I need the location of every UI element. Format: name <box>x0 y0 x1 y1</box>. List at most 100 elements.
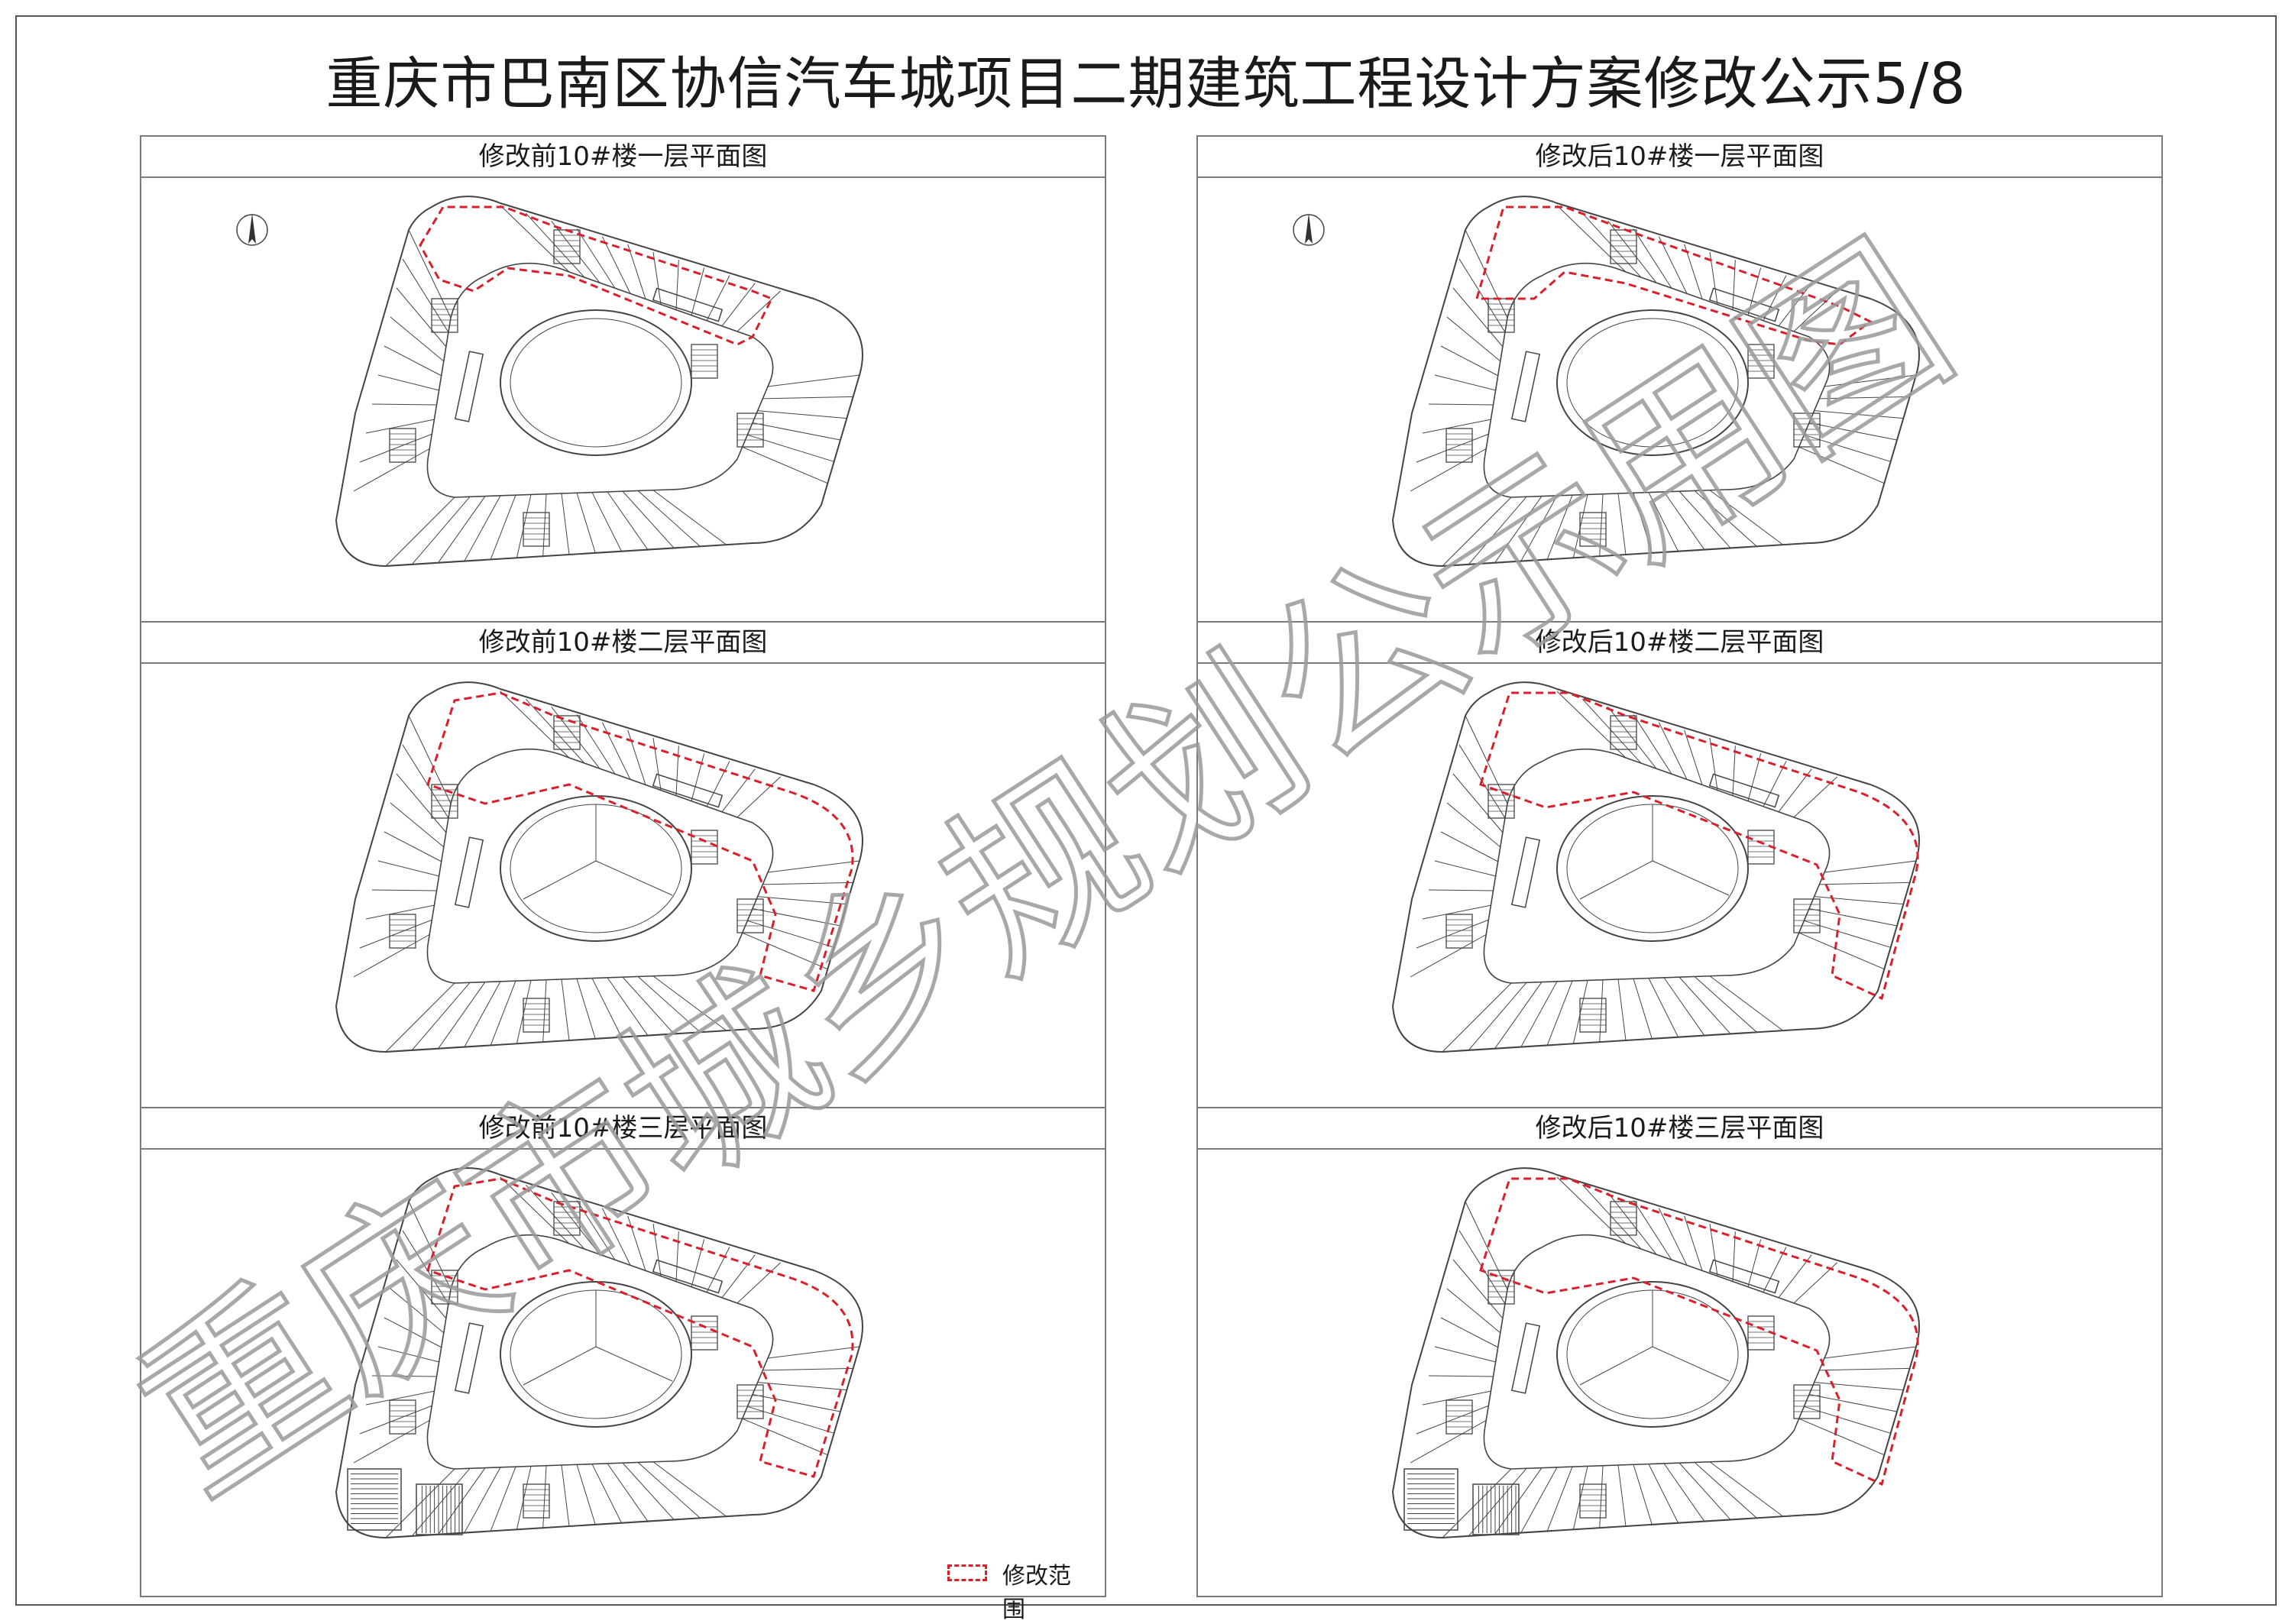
north-arrow-needle <box>1305 213 1313 244</box>
stair-core <box>523 1483 550 1519</box>
shop-partition <box>675 260 679 310</box>
stair-core <box>1445 914 1473 949</box>
shop-partition <box>607 491 649 550</box>
shop-partition <box>1798 446 1885 484</box>
stair-core <box>431 784 458 819</box>
shop-partition <box>1658 236 1688 294</box>
stair-core-box <box>523 512 550 547</box>
shop-partition <box>1679 490 1731 548</box>
stair-core-box <box>736 412 764 448</box>
shop-partition <box>1763 1247 1787 1292</box>
shop-partition <box>1494 496 1543 564</box>
stair-core <box>1488 1270 1515 1305</box>
stair-core <box>1610 229 1637 264</box>
floor-plan-drawing <box>1391 1167 1920 1539</box>
shop-partition <box>752 908 841 927</box>
stair-core <box>1579 998 1607 1033</box>
stair-core-box <box>553 715 581 750</box>
shop-partition <box>1658 1208 1688 1266</box>
shop-partition <box>1658 722 1688 780</box>
shop-partition <box>622 976 675 1034</box>
shop-partition <box>561 979 570 1041</box>
escalator <box>1510 836 1541 908</box>
shop-partition <box>1581 698 1642 764</box>
stair-core-box <box>1747 344 1775 379</box>
modification-range-outline <box>426 1177 854 1478</box>
shop-partition <box>607 977 649 1036</box>
shop-partition <box>385 1468 455 1538</box>
shop-partition <box>637 976 701 1033</box>
shop-partition <box>757 1382 847 1391</box>
shop-partition <box>1546 494 1573 560</box>
shop-partition <box>1422 419 1492 434</box>
escalator <box>1510 351 1541 422</box>
atrium-ellipse <box>1556 1281 1749 1428</box>
shop-partition <box>576 714 616 775</box>
shop-partition <box>1520 981 1558 1047</box>
shop-partition <box>500 1176 570 1244</box>
stair-core <box>736 412 764 448</box>
escalator <box>1510 1322 1541 1394</box>
stair-core-box <box>1793 412 1821 448</box>
shop-partition <box>1556 1176 1627 1244</box>
cinema-hall <box>347 1468 402 1531</box>
stair-core <box>1445 1399 1473 1435</box>
shop-partition <box>576 228 616 289</box>
shop-partition <box>652 251 662 305</box>
shop-partition <box>1416 1405 1490 1435</box>
shop-partition <box>1546 980 1573 1046</box>
shop-partition <box>1804 1406 1891 1434</box>
shop-partition <box>675 746 679 796</box>
shop-partition <box>1607 707 1657 769</box>
stair-core-box <box>389 914 416 949</box>
stair-core <box>1579 512 1607 547</box>
shop-partition <box>576 1200 616 1260</box>
building-outline <box>335 1167 863 1539</box>
shop-partition <box>1581 212 1642 278</box>
shop-partition <box>1428 889 1494 891</box>
atrium-ellipse <box>500 795 692 942</box>
shop-partition <box>371 403 438 406</box>
shop-partition <box>384 345 442 377</box>
stair-core-box <box>1445 1399 1473 1435</box>
shop-partition <box>396 1259 447 1319</box>
shop-partition <box>1747 1239 1762 1287</box>
stair-core-box <box>736 1384 764 1419</box>
shop-partition <box>438 982 486 1050</box>
shop-partition <box>1684 1215 1703 1271</box>
stair-core <box>1445 428 1473 463</box>
shop-partition <box>762 882 853 885</box>
shop-partition <box>1633 979 1653 1040</box>
shop-partition <box>706 761 730 807</box>
shop-partition <box>1556 205 1627 273</box>
panel-after-floor-2: 修改后10#楼二层平面图 <box>1196 621 2163 1108</box>
shop-partition <box>1633 1200 1672 1260</box>
shop-partition <box>1410 1419 1488 1464</box>
shop-partition <box>353 448 431 492</box>
building-outline <box>1391 196 1920 568</box>
atrium-ellipse <box>500 1281 692 1428</box>
building-outline <box>1391 681 1920 1053</box>
stair-core-box <box>1610 229 1637 264</box>
courtyard-outline <box>426 262 774 498</box>
shop-partition <box>1663 491 1705 550</box>
atrium-divider <box>523 1346 597 1386</box>
shop-partition <box>1814 1382 1904 1391</box>
shop-partition <box>408 1201 452 1290</box>
stair-core-box <box>389 1399 416 1435</box>
shop-partition <box>1709 975 1784 1031</box>
shop-partition <box>1633 714 1672 775</box>
shop-partition <box>1446 316 1501 362</box>
shop-partition <box>601 236 631 294</box>
shop-partition <box>1422 904 1492 920</box>
shop-partition <box>1747 753 1762 801</box>
stair-core-box <box>1579 998 1607 1033</box>
shop-partition <box>402 258 449 333</box>
shop-partition <box>516 494 532 558</box>
shop-partition <box>691 267 705 315</box>
stair-core-box <box>553 1201 581 1236</box>
shop-partition <box>1648 1464 1679 1523</box>
shop-partition <box>627 1215 646 1271</box>
shop-partition <box>353 933 431 978</box>
building-outline <box>335 196 863 568</box>
